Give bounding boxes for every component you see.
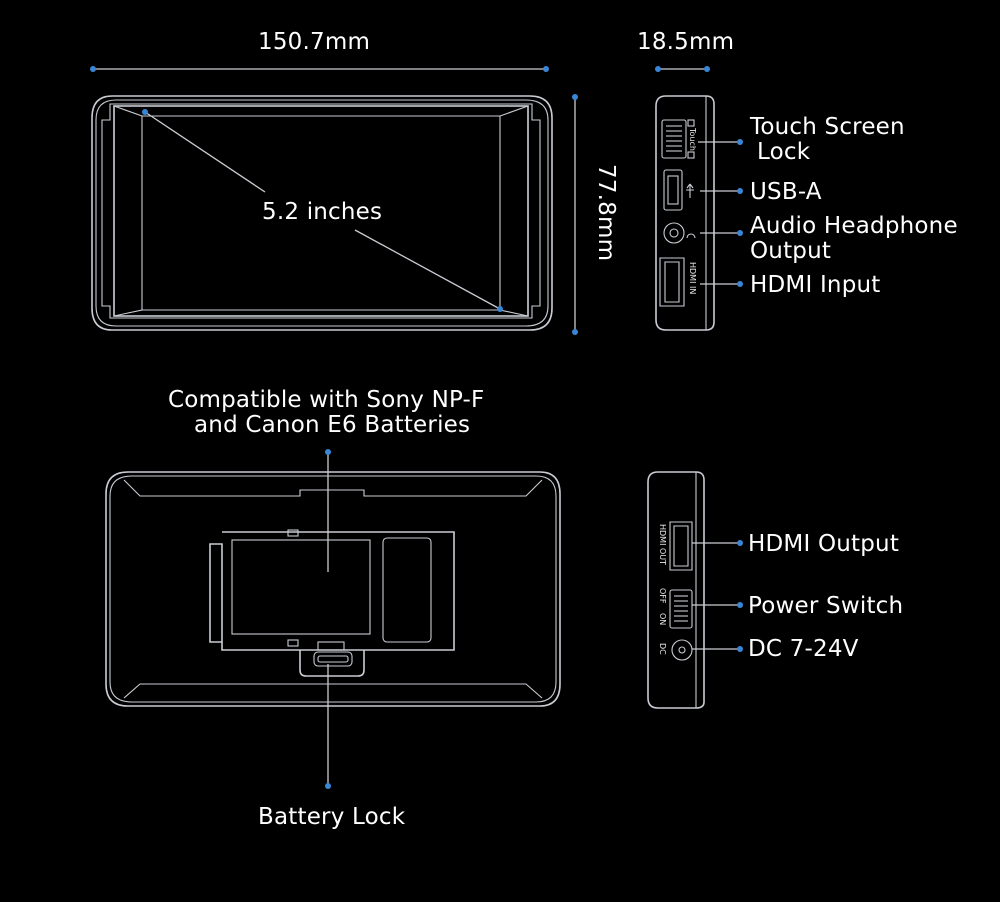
depth-dimension-line <box>655 66 710 72</box>
off-side-text: OFF <box>658 588 667 604</box>
hdmi-out-side-text: HDMI OUT <box>658 524 667 565</box>
hdmi-out-port-icon: HDMI OUT <box>658 521 693 571</box>
hdmi-output-label: HDMI Output <box>748 531 900 557</box>
callout-battery-compat-leader <box>325 449 331 572</box>
callout-audio-leader <box>700 230 743 236</box>
screen-diagonal-label: 5.2 inches <box>262 199 383 225</box>
touch-lock-switch-icon: Touch <box>661 119 697 159</box>
monitor-back-view <box>105 471 561 707</box>
width-dimension-line <box>90 66 549 72</box>
monitor-side-view-inputs: Touch HDMI IN <box>655 95 715 331</box>
touch-side-text: Touch <box>688 127 697 151</box>
audio-label-line2: Output <box>750 238 832 264</box>
hdmi-in-side-text: HDMI IN <box>688 262 697 294</box>
usb-a-port-icon <box>663 169 694 211</box>
height-dimension-line <box>572 94 578 335</box>
callout-hdmi-in-leader <box>700 281 743 287</box>
callout-power-leader <box>692 602 743 608</box>
monitor-front-view <box>91 95 553 331</box>
audio-label-line1: Audio Headphone <box>750 213 958 239</box>
battery-compat-label-line1: Compatible with Sony NP-F <box>168 387 485 413</box>
battery-lock-label: Battery Lock <box>258 804 406 830</box>
height-label: 77.8mm <box>593 164 619 262</box>
callout-touch-lock-leader <box>698 139 743 145</box>
usb-a-label: USB-A <box>750 179 822 205</box>
callout-battery-lock-leader <box>325 664 331 789</box>
monitor-side-view-outputs: HDMI OUT OFF ON DC <box>647 471 705 709</box>
power-switch-icon: OFF ON <box>658 588 693 629</box>
callout-usb-leader <box>700 188 743 194</box>
touch-lock-label-line1: Touch Screen <box>750 114 905 140</box>
power-switch-label: Power Switch <box>748 593 904 619</box>
battery-compat-label-line2: and Canon E6 Batteries <box>194 412 471 438</box>
screen-diagonal-line <box>142 109 503 312</box>
on-side-text: ON <box>658 613 667 625</box>
hdmi-in-port-icon: HDMI IN <box>659 257 697 307</box>
dc-jack-icon: DC <box>658 639 693 661</box>
dc-side-text: DC <box>658 643 667 655</box>
headphone-jack-icon <box>663 222 696 244</box>
hdmi-input-label: HDMI Input <box>750 272 881 298</box>
touch-lock-label-line2: Lock <box>757 139 811 165</box>
callout-dc-leader <box>692 646 743 652</box>
dc-label: DC 7-24V <box>748 636 859 662</box>
callout-hdmi-out-leader <box>692 540 743 546</box>
battery-lock-latch-icon <box>299 641 365 677</box>
width-label: 150.7mm <box>258 29 371 55</box>
depth-label: 18.5mm <box>637 29 735 55</box>
